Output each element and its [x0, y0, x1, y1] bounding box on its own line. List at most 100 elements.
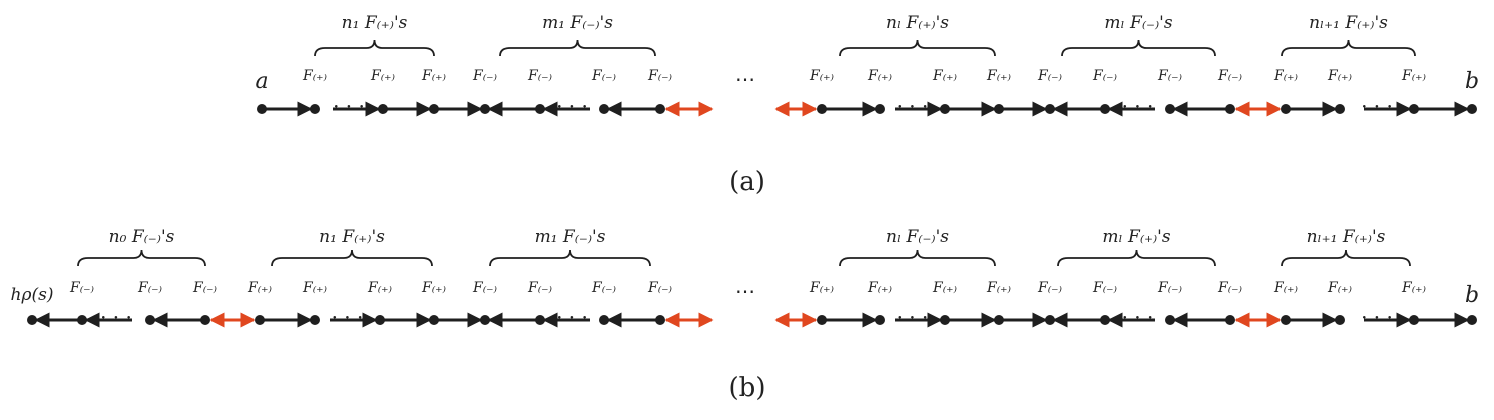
panel_b-g5-node-3 — [1225, 315, 1235, 325]
panel_a-g3-brace — [839, 39, 996, 57]
panel_b-g6-brace — [1281, 249, 1411, 267]
panel-a-start-label: a — [255, 69, 268, 94]
panel_b-g0-node-label-1: F₍₋₎ — [137, 280, 163, 296]
panel_b-g0-node-label-0: F₍₋₎ — [69, 280, 95, 296]
panel_b-g2-node-label-1: F₍₋₎ — [527, 280, 553, 296]
panel_b-g5-node-label-1: F₍₋₎ — [1092, 280, 1118, 296]
panel-a: a b (a) · · ·F₍₊₎F₍₊₎F₍₊₎n₁ F₍₊₎'s· · ·F… — [255, 13, 1479, 197]
panel_a-g5-node-label-0: F₍₊₎ — [1273, 68, 1299, 84]
panel_a-g0-node-label-1: F₍₊₎ — [370, 68, 396, 84]
panel_b-g1-brace — [271, 249, 433, 267]
panel_b-g5-gap-dots: · · · — [1122, 305, 1154, 329]
panel-b-end-label: b — [1465, 283, 1479, 308]
panel_b-g6-node-2 — [1409, 315, 1419, 325]
panel_b-g0-group-label: n₀ F₍₋₎'s — [109, 227, 175, 247]
panel_b-g1-node-1 — [310, 315, 320, 325]
panel-b: hρ(s) b (b) · · ·F₍₋₎F₍₋₎F₍₋₎n₀ F₍₋₎'s· … — [11, 227, 1480, 403]
panel_b-g2-node-0 — [480, 315, 490, 325]
panel_a-g0-node-1 — [378, 104, 388, 114]
panel_b-g2-group-label: m₁ F₍₋₎'s — [535, 227, 606, 247]
panel_a-g5-node-0 — [1281, 104, 1291, 114]
panel-a-end-label: b — [1465, 69, 1479, 94]
panel_b-start-node — [27, 315, 37, 325]
panel_b-g4-node-label-1: F₍₊₎ — [867, 280, 893, 296]
panel_a-g1-node-label-2: F₍₋₎ — [591, 68, 617, 84]
panel-a-caption: (a) — [729, 167, 765, 197]
panel_b-g5-node-label-0: F₍₋₎ — [1037, 280, 1063, 296]
panel_a-g1-node-0 — [480, 104, 490, 114]
panel_a-g3-node-label-0: F₍₊₎ — [809, 68, 835, 84]
panel_b-end-node — [1467, 315, 1477, 325]
panel_a-g3-node-2 — [940, 104, 950, 114]
panel_b-g4-node-label-2: F₍₊₎ — [932, 280, 958, 296]
panel_b-g5-brace — [1057, 249, 1216, 267]
panel_b-g4-node-0 — [817, 315, 827, 325]
panel_a-g4-node-1 — [1100, 104, 1110, 114]
panel-b-caption: (b) — [729, 373, 766, 403]
panel_a-g1-gap-dots: · · · — [556, 94, 588, 118]
panel_a-g4-node-label-2: F₍₋₎ — [1157, 68, 1183, 84]
panel_b-g2-node-label-2: F₍₋₎ — [591, 280, 617, 296]
panel_b-g4-node-2 — [940, 315, 950, 325]
panel_b-g4-node-label-0: F₍₊₎ — [809, 280, 835, 296]
panel_b-g1-node-label-0: F₍₊₎ — [247, 280, 273, 296]
panel_b-g6-gap-dots: · · · — [1361, 305, 1393, 329]
panel_a-g5-gap-dots: · · · — [1361, 94, 1393, 118]
panel-b-chain: · · ·F₍₋₎F₍₋₎F₍₋₎n₀ F₍₋₎'s· · ·F₍₊₎F₍₊₎F… — [27, 227, 1477, 329]
panel_b-g1-group-label: n₁ F₍₊₎'s — [319, 227, 385, 247]
panel_a-g1-node-2 — [599, 104, 609, 114]
panel_a-g4-node-label-1: F₍₋₎ — [1092, 68, 1118, 84]
panel_a-g0-brace — [314, 39, 435, 57]
panel_b-g4-brace — [839, 249, 996, 267]
panel_b-g1-node-0 — [255, 315, 265, 325]
panel_a-g3-group-label: nₗ F₍₊₎'s — [886, 13, 949, 33]
panel_b-g6-group-label: nₗ₊₁ F₍₊₎'s — [1307, 227, 1386, 247]
panel_b-g2-node-3 — [655, 315, 665, 325]
panel_b-g0-gap-dots: · · · — [100, 305, 132, 329]
panel_a-g4-node-0 — [1045, 104, 1055, 114]
panel_a-g5-node-label-2: F₍₊₎ — [1401, 68, 1427, 84]
panel_b-g2-gap-dots: · · · — [556, 305, 588, 329]
panel_b-g5-node-label-3: F₍₋₎ — [1217, 280, 1243, 296]
panel_a-g4-group-label: mₗ F₍₋₎'s — [1104, 13, 1172, 33]
panel_a-g0-node-label-2: F₍₊₎ — [421, 68, 447, 84]
panel_a-g4-gap-dots: · · · — [1122, 94, 1154, 118]
panel_b-g1-node-2 — [375, 315, 385, 325]
panel_b-g2-brace — [489, 249, 651, 267]
panel_b-g4-node-1 — [875, 315, 885, 325]
panel_b-g5-node-2 — [1165, 315, 1175, 325]
panel_a-g3-gap-dots: · · · — [897, 94, 929, 118]
panel_a-g3-node-3 — [994, 104, 1004, 114]
panel_a-g4-brace — [1061, 39, 1216, 57]
panel-b-start-label: hρ(s) — [11, 285, 54, 305]
panel_a-g1-node-label-3: F₍₋₎ — [647, 68, 673, 84]
panel_a-g0-node-2 — [429, 104, 439, 114]
panel_a-g3-node-label-3: F₍₊₎ — [986, 68, 1012, 84]
panel_a-g1-brace — [499, 39, 656, 57]
panel_a-g5-group-label: nₗ₊₁ F₍₊₎'s — [1309, 13, 1388, 33]
panel_a-group-ellipsis: ⋯ — [735, 67, 755, 91]
panel_a-g5-node-1 — [1335, 104, 1345, 114]
panel_a-g4-node-label-3: F₍₋₎ — [1217, 68, 1243, 84]
panel_b-g0-node-2 — [200, 315, 210, 325]
panel_a-g1-node-1 — [535, 104, 545, 114]
panel_b-g0-node-1 — [145, 315, 155, 325]
panel_b-g1-node-label-1: F₍₊₎ — [302, 280, 328, 296]
panel_a-start-node — [257, 104, 267, 114]
panel_b-g0-brace — [77, 249, 206, 267]
panel_b-g4-node-3 — [994, 315, 1004, 325]
panel_a-g1-node-label-1: F₍₋₎ — [527, 68, 553, 84]
panel_b-g6-node-label-0: F₍₊₎ — [1273, 280, 1299, 296]
panel_a-g4-node-label-0: F₍₋₎ — [1037, 68, 1063, 84]
panel_b-g0-node-0 — [77, 315, 87, 325]
panel_b-g6-node-label-1: F₍₊₎ — [1327, 280, 1353, 296]
panel_a-g5-brace — [1281, 39, 1416, 57]
panel_a-g3-node-label-2: F₍₊₎ — [932, 68, 958, 84]
panel_a-g5-node-label-1: F₍₊₎ — [1327, 68, 1353, 84]
panel_a-end-node — [1467, 104, 1477, 114]
panel_b-g6-node-0 — [1281, 315, 1291, 325]
panel_a-g0-group-label: n₁ F₍₊₎'s — [342, 13, 408, 33]
panel_a-g0-node-0 — [310, 104, 320, 114]
panel_a-g3-node-0 — [817, 104, 827, 114]
